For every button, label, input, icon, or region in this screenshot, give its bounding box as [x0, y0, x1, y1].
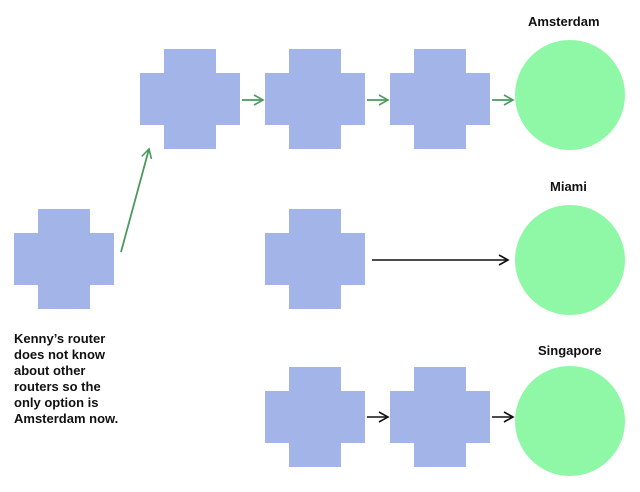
destination-miami-label: Miami	[550, 179, 587, 194]
router-icon-top-2	[265, 49, 365, 149]
destination-amsterdam-label: Amsterdam	[528, 14, 600, 29]
destination-singapore-node	[515, 366, 625, 476]
router-icon-bottom-1	[265, 367, 365, 467]
router-icon-middle-1	[265, 209, 365, 309]
destination-amsterdam-node	[515, 40, 625, 150]
router-icon-top-3	[390, 49, 490, 149]
routing-note: Kenny’s router does not know about other…	[14, 331, 119, 426]
destination-singapore-label: Singapore	[538, 343, 602, 358]
arrow-kenny-to-top-1	[120, 147, 153, 253]
router-icon-bottom-2	[390, 367, 490, 467]
kenny-router-icon	[14, 209, 114, 309]
router-icon-top-1	[140, 49, 240, 149]
destination-miami-node	[515, 205, 625, 315]
